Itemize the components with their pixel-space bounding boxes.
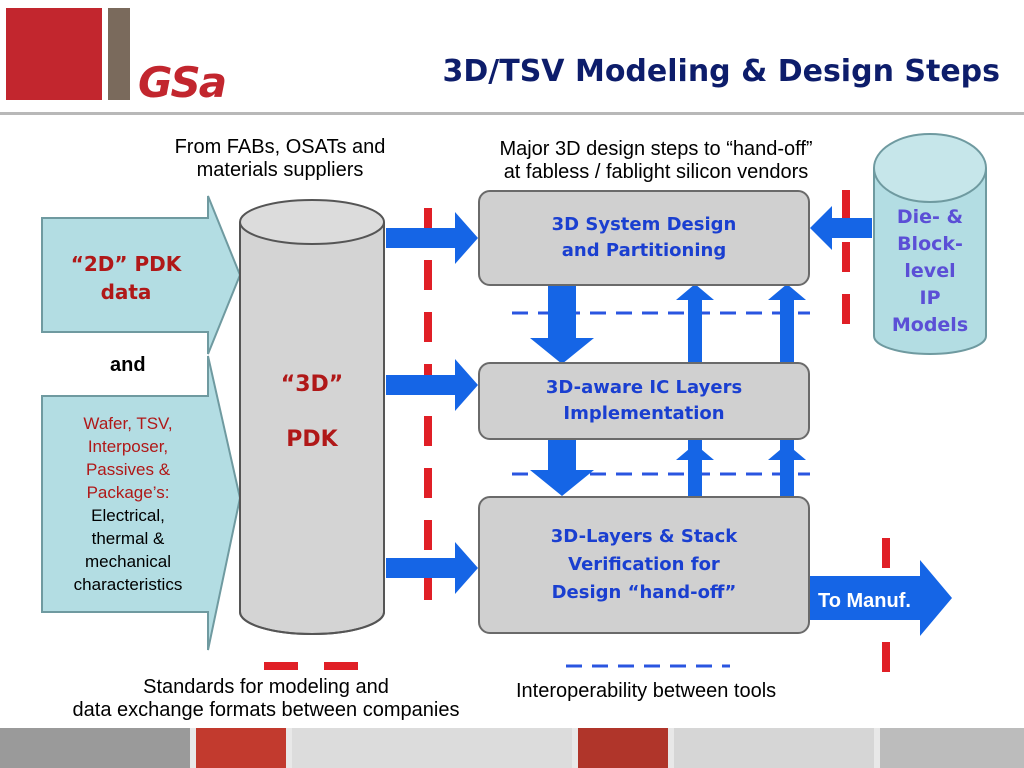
caption-standards-line1: Standards for modeling and [143, 676, 389, 698]
caption-design-steps-line2: at fabless / fablight silicon vendors [503, 161, 809, 183]
wafer-line-2: Interposer, [87, 437, 169, 456]
logo-bar [108, 8, 130, 100]
header-divider [0, 112, 1024, 115]
caption-design-steps-line1: Major 3D design steps to “hand-off” [499, 138, 813, 160]
step-down-arrows [530, 286, 594, 496]
caption-design-steps: Major 3D design steps to “hand-off” at f… [440, 138, 872, 184]
red-dash-bottom-2 [324, 662, 358, 670]
logo-square [6, 8, 102, 100]
ip-models-cylinder [873, 133, 987, 355]
pdk-3d-label: “3D” PDK [242, 372, 382, 452]
ip-line-3: level [904, 260, 956, 282]
wafer-line-3: Passives & [85, 460, 171, 479]
wafer-line-5: Electrical, [91, 506, 165, 525]
ip-to-step-arrow [810, 206, 872, 250]
caption-standards-line2: data exchange formats between companies [72, 699, 460, 721]
step-system-design: 3D System Design and Partitioning [478, 190, 810, 286]
caption-standards: Standards for modeling and data exchange… [10, 676, 522, 722]
pdk-2d-label: “2D” PDK data [46, 250, 206, 306]
step-ic-layers: 3D-aware IC Layers Implementation [478, 362, 810, 440]
wafer-line-7: mechanical [85, 552, 171, 571]
pdk-3d-line2: PDK [286, 427, 338, 452]
step-verification: 3D-Layers & Stack Verification for Desig… [478, 496, 810, 634]
step-2-line1: 3D-aware IC Layers [545, 377, 743, 398]
step-3-line1: 3D-Layers & Stack [550, 526, 738, 547]
wafer-input-shape [41, 355, 242, 651]
wafer-line-4: Package’s: [86, 483, 170, 502]
ip-line-5: Models [891, 314, 969, 336]
caption-sources: From FABs, OSATs and materials suppliers [130, 136, 430, 182]
to-manuf-label: To Manuf. [818, 590, 911, 612]
wafer-line-1: Wafer, TSV, [83, 414, 173, 433]
logo-text: GSa [138, 58, 227, 107]
pdk-3d-line1: “3D” [280, 372, 344, 397]
pdk-2d-line2: data [100, 280, 152, 304]
wafer-input-label: Wafer, TSV, Interposer, Passives & Packa… [44, 412, 212, 596]
ip-line-1: Die- & [896, 206, 964, 228]
pdk-to-step-arrows [386, 212, 478, 594]
caption-interoperability: Interoperability between tools [516, 680, 777, 702]
step-2-line2: Implementation [563, 403, 725, 424]
step-3-line2: Verification for [568, 554, 720, 575]
ip-line-2: Block- [897, 233, 963, 255]
and-label: and [110, 354, 146, 376]
pdk-3d-cylinder [239, 199, 385, 635]
to-manuf-arrow [810, 560, 952, 636]
pdk-2d-line1: “2D” PDK [70, 252, 182, 276]
caption-sources-line1: From FABs, OSATs and [174, 136, 386, 158]
pdk-2d-input-shape [41, 195, 242, 355]
page-title: 3D/TSV Modeling & Design Steps [442, 54, 1001, 89]
wafer-line-8: characteristics [73, 575, 183, 594]
red-dash-bottom-1 [264, 662, 298, 670]
bottom-photo-strip [0, 728, 1024, 768]
ip-models-label: Die- & Block- level IP Models [876, 204, 984, 339]
wafer-line-6: thermal & [91, 529, 165, 548]
step-3-line3: Design “hand-off” [551, 582, 737, 603]
step-1-line2: and Partitioning [561, 240, 727, 261]
blue-dash-lines [512, 311, 810, 668]
step-1-line1: 3D System Design [551, 214, 737, 235]
ip-line-4: IP [919, 287, 941, 309]
caption-sources-line2: materials suppliers [196, 159, 364, 181]
